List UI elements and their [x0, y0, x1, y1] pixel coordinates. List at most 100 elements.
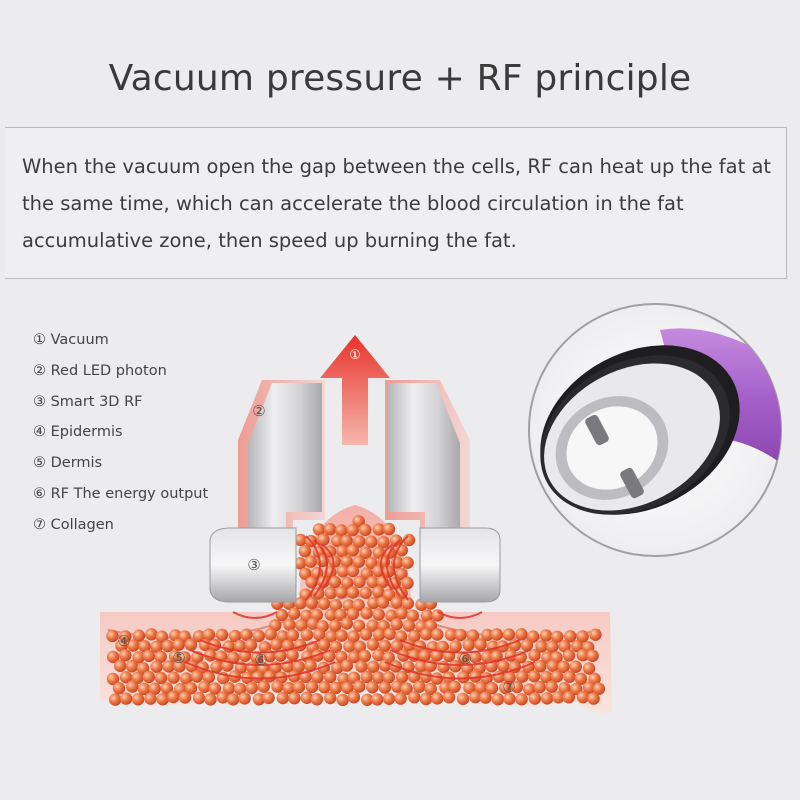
marker-vacuum: ①	[349, 348, 361, 363]
marker-epidermis: ④	[117, 632, 130, 650]
fat-cell	[414, 660, 428, 673]
fat-cell	[449, 640, 462, 653]
fat-cell	[329, 640, 343, 653]
fat-cell	[540, 692, 554, 705]
fat-cell	[162, 660, 175, 673]
fat-cell	[305, 596, 318, 610]
fat-cell	[173, 660, 186, 673]
legend-item-vacuum: ① Vacuum	[33, 332, 109, 348]
fat-cell	[148, 682, 161, 695]
marker-energy-left: ⑥	[254, 651, 267, 669]
fat-cell	[275, 608, 289, 622]
fat-cell	[528, 649, 541, 662]
fat-cell	[263, 670, 276, 683]
fat-cell	[395, 607, 408, 620]
fat-cell	[552, 691, 565, 704]
fat-cell	[382, 671, 395, 684]
fat-cell	[288, 670, 301, 683]
fat-cell	[324, 691, 337, 705]
fat-cell	[306, 617, 320, 630]
fat-cell	[431, 609, 444, 622]
fat-cell	[366, 575, 379, 589]
fat-cell	[535, 640, 548, 653]
fat-cell	[317, 597, 331, 610]
fat-cell	[401, 576, 414, 590]
fat-cell	[343, 640, 356, 653]
fat-cell	[142, 649, 155, 663]
fat-cell	[439, 681, 452, 694]
fat-cell	[390, 534, 403, 547]
fat-cell	[582, 681, 596, 694]
fat-cell	[352, 619, 366, 632]
fat-cell	[240, 628, 253, 641]
fat-cell	[348, 650, 361, 664]
fat-cell	[295, 619, 308, 632]
fat-cell	[359, 628, 373, 641]
fat-cell	[300, 691, 313, 704]
applicator-left-head	[209, 380, 325, 603]
fat-cell	[485, 682, 499, 695]
fat-cell	[294, 533, 307, 547]
fat-cell	[310, 693, 324, 706]
fat-cell	[352, 535, 366, 548]
fat-cell	[490, 628, 503, 641]
fat-cell	[325, 630, 338, 643]
fat-cell	[336, 565, 350, 578]
fat-cell	[424, 682, 437, 695]
fat-cell	[312, 587, 325, 600]
fat-cell	[160, 682, 174, 695]
fat-cell	[365, 535, 378, 548]
applicator-right-head	[385, 380, 501, 603]
fat-cell	[587, 692, 600, 705]
fat-cell	[305, 680, 319, 694]
fat-cell	[298, 545, 312, 558]
fat-cell	[286, 648, 299, 662]
fat-cell	[420, 628, 433, 641]
fat-cell	[287, 607, 301, 620]
fat-cell	[109, 693, 122, 706]
fat-cell	[360, 670, 373, 684]
fat-cell	[252, 693, 266, 706]
fat-cell	[564, 630, 577, 643]
fat-cell	[251, 670, 265, 684]
fat-cell	[502, 628, 516, 641]
fat-cell	[204, 693, 217, 706]
fat-cell	[367, 660, 380, 673]
fat-cell	[406, 609, 419, 622]
fat-cell	[359, 586, 372, 599]
fat-cell	[390, 618, 403, 631]
fat-cell	[145, 628, 158, 641]
fat-cell	[533, 680, 546, 694]
fat-cell	[540, 670, 553, 684]
fat-cell	[262, 691, 275, 705]
fat-cell	[283, 618, 296, 631]
fat-cell	[474, 638, 487, 651]
fat-cell	[180, 672, 193, 685]
fat-cell	[582, 662, 596, 675]
fat-cell	[150, 660, 163, 673]
legend-item-collagen: ⑦ Collagen	[33, 516, 114, 533]
fat-cell	[462, 638, 475, 652]
fat-cell	[341, 681, 354, 695]
fat-cell	[150, 640, 163, 653]
fat-cell	[366, 638, 380, 651]
fat-cell	[376, 596, 390, 609]
fat-cell	[324, 608, 338, 621]
fat-cell	[119, 649, 132, 662]
fat-cell	[371, 693, 384, 706]
fat-cell	[208, 682, 222, 695]
fat-cell	[528, 692, 542, 705]
fat-cell	[131, 693, 145, 706]
fat-cell	[499, 681, 512, 695]
fat-cell	[119, 630, 132, 643]
fat-cell	[132, 651, 145, 664]
fat-cell	[335, 586, 348, 599]
fat-cell	[215, 628, 229, 641]
fat-cell	[430, 649, 444, 662]
fat-cell	[336, 545, 349, 558]
fat-cell	[324, 670, 337, 684]
fat-cell	[328, 555, 342, 568]
fat-cell	[418, 649, 431, 662]
fat-cell	[238, 692, 251, 705]
fat-cell	[401, 556, 414, 569]
